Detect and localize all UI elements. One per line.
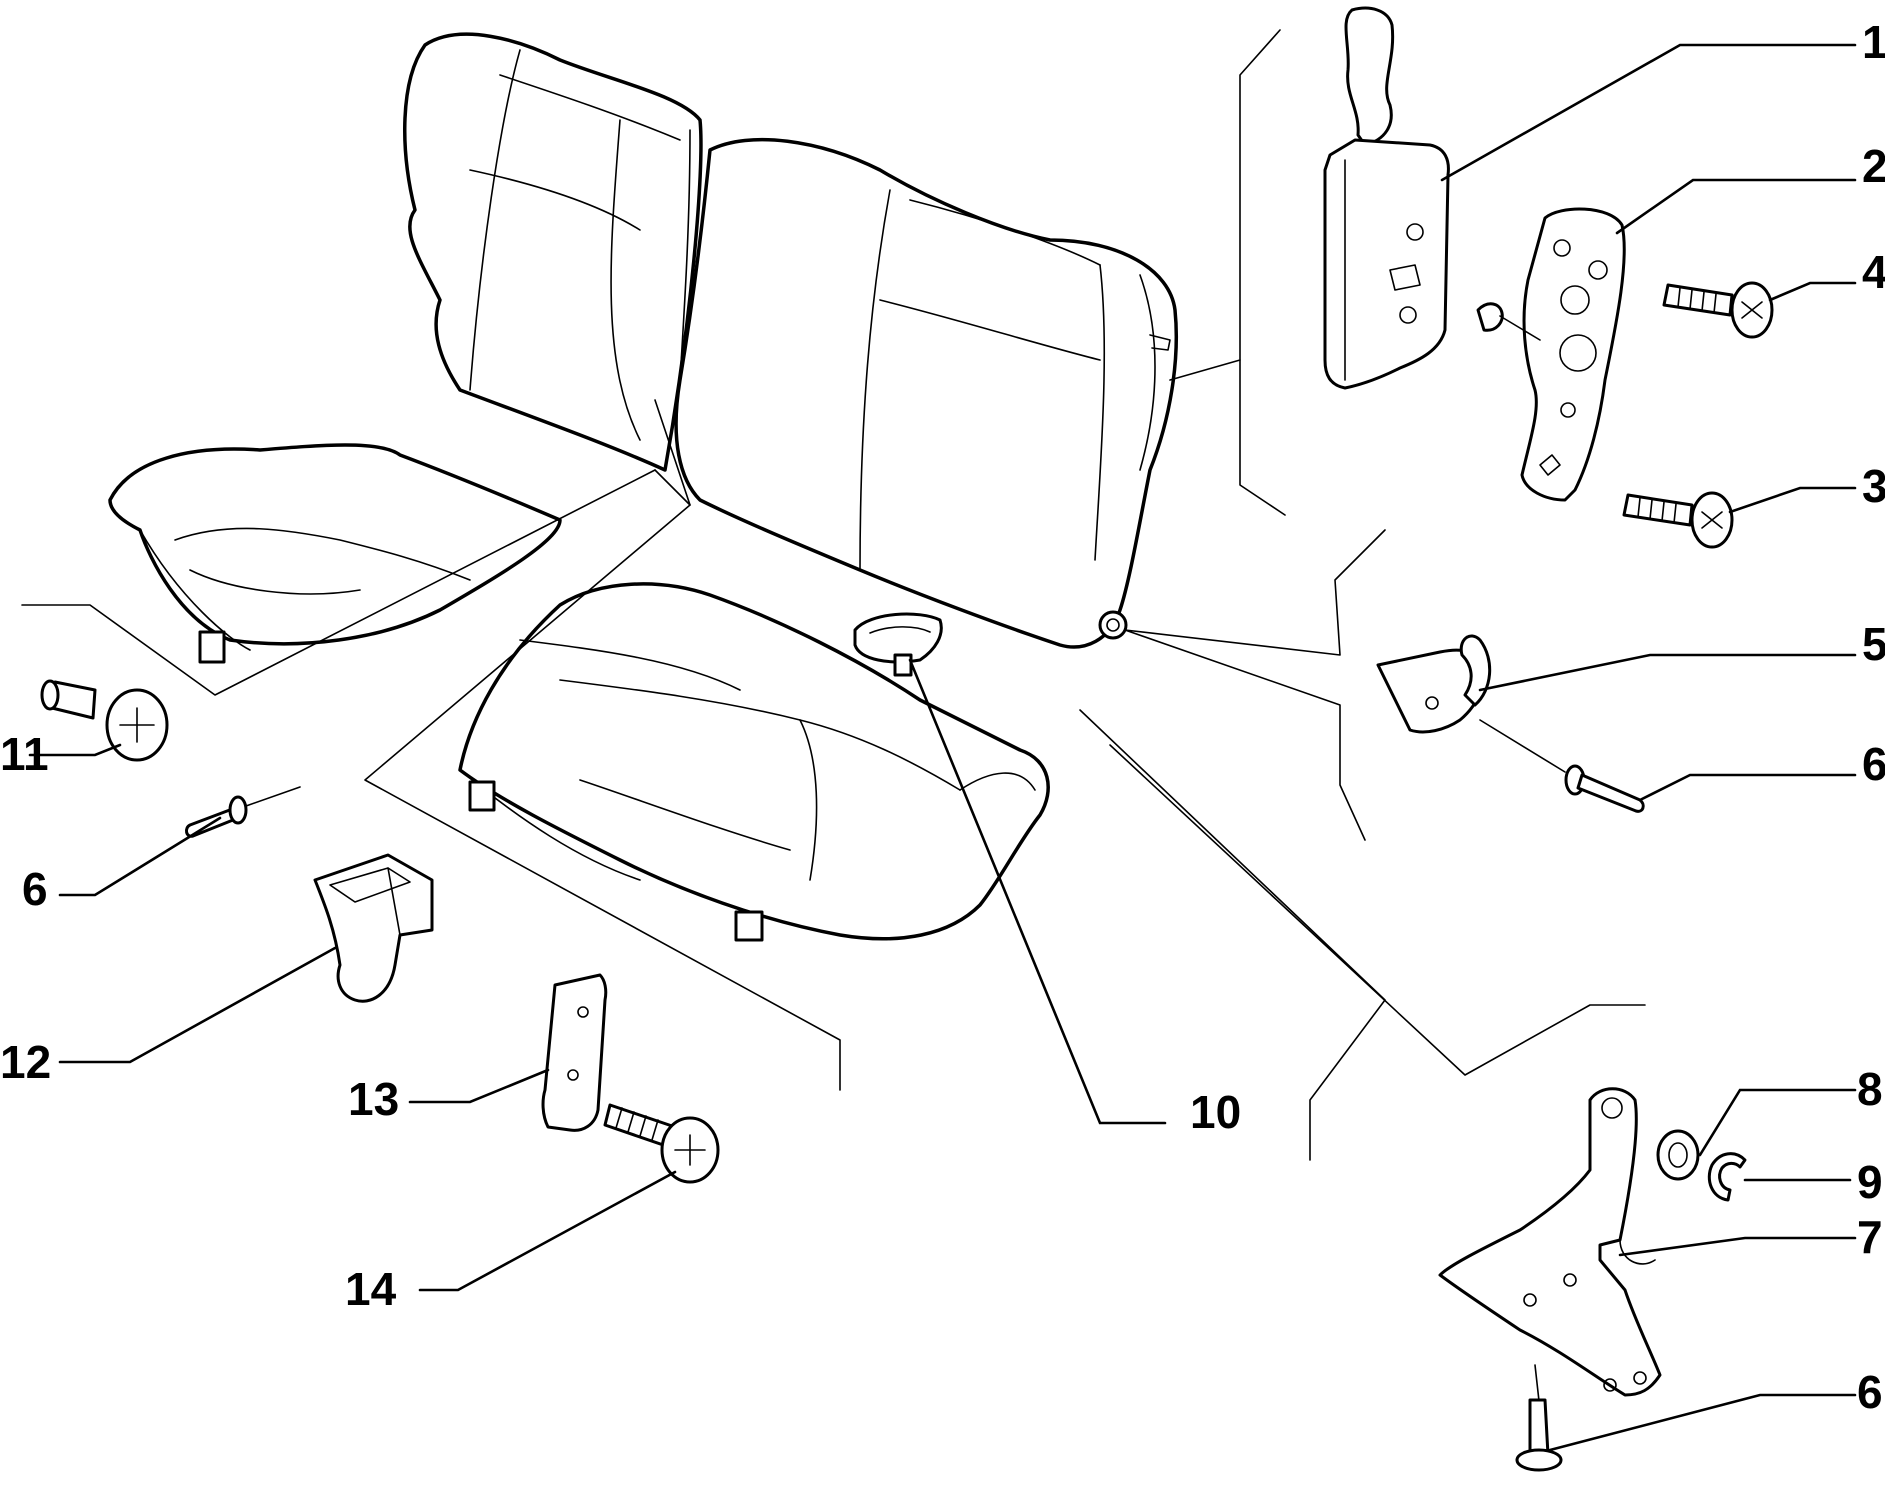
leader-lines xyxy=(28,43,1857,1452)
belt-loop-part-10 xyxy=(853,612,943,677)
callout-11: 11 xyxy=(0,728,49,780)
bolt-part-4 xyxy=(1662,281,1774,339)
callout-5: 5 xyxy=(1862,618,1885,670)
rivet-part-6-bottom xyxy=(1515,1364,1563,1472)
right-backrest xyxy=(674,137,1179,649)
clip-part-9 xyxy=(1707,1152,1747,1202)
callout-14: 14 xyxy=(345,1263,397,1315)
bolt-part-14 xyxy=(603,1103,720,1184)
callout-6-right: 6 xyxy=(1862,738,1885,790)
floor-bracket-part-7 xyxy=(1438,1087,1662,1397)
callout-7: 7 xyxy=(1857,1211,1883,1263)
trim-cup-part-12 xyxy=(313,853,434,1003)
left-backrest xyxy=(403,32,703,472)
callout-labels: 1 2 4 3 5 6 11 6 12 13 10 8 9 7 14 6 xyxy=(0,16,1885,1418)
hinge-bracket-part-2 xyxy=(1476,207,1626,502)
callout-6-bottom: 6 xyxy=(1857,1366,1883,1418)
callout-4: 4 xyxy=(1862,246,1885,298)
hinge-cover-part-1 xyxy=(1323,6,1450,390)
callout-13: 13 xyxy=(348,1073,399,1125)
callout-2: 2 xyxy=(1862,140,1885,192)
assembly-guides xyxy=(21,29,1646,1161)
callout-8: 8 xyxy=(1857,1063,1883,1115)
washer-part-8 xyxy=(1656,1129,1700,1181)
callout-9: 9 xyxy=(1857,1156,1883,1208)
callout-6-left: 6 xyxy=(22,863,48,915)
hook-bracket-part-5 xyxy=(1376,634,1492,734)
callout-3: 3 xyxy=(1862,460,1885,512)
callout-12: 12 xyxy=(0,1036,51,1088)
bolt-part-3 xyxy=(1622,491,1734,549)
callout-1: 1 xyxy=(1862,16,1885,68)
callout-10: 10 xyxy=(1190,1086,1241,1138)
knob-part-11 xyxy=(40,679,169,762)
right-cushion xyxy=(458,582,1050,942)
left-cushion xyxy=(108,443,562,664)
rivet-part-6-right xyxy=(1479,719,1645,813)
plate-part-13 xyxy=(541,973,608,1132)
